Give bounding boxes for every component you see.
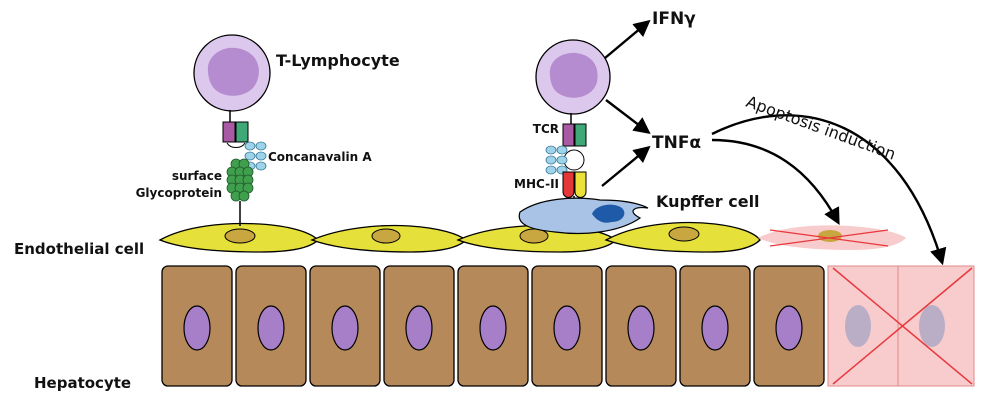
arrow-to-endothelial bbox=[711, 138, 840, 225]
mhc-red-chain bbox=[562, 171, 575, 198]
endothelial-layer bbox=[158, 221, 906, 253]
right-tcr-purple bbox=[562, 123, 575, 147]
kupffer-nucleus bbox=[592, 204, 625, 223]
label-t-lymphocyte: T-Lymphocyte bbox=[276, 51, 400, 70]
label-apoptosis: Apoptosis induction bbox=[744, 92, 899, 164]
hepatocyte-nucleus bbox=[331, 305, 359, 351]
kupffer-membrane bbox=[518, 197, 649, 235]
hepatocyte-nucleus bbox=[701, 305, 729, 351]
hepatocyte-nucleus bbox=[257, 305, 285, 351]
arrow-to-hepatocyte bbox=[711, 114, 947, 266]
faded-nucleus-a bbox=[845, 305, 871, 347]
arrow-to-ifn bbox=[604, 19, 651, 59]
right-tcr-green bbox=[574, 123, 587, 147]
tcr-purple-chain bbox=[222, 121, 236, 143]
dying-endothelial-nucleus bbox=[818, 230, 842, 242]
arrow-lymph-to-tnf bbox=[605, 99, 651, 135]
hepatocyte-nucleus bbox=[405, 305, 433, 351]
arrows bbox=[601, 19, 947, 266]
hepatocyte-nucleus bbox=[627, 305, 655, 351]
tcr-green-chain bbox=[235, 121, 249, 143]
endothelial-nucleus-2 bbox=[371, 228, 401, 244]
cross-line-2 bbox=[832, 267, 973, 385]
hepatocyte-nucleus bbox=[183, 305, 211, 351]
label-endothelial: Endothelial cell bbox=[14, 240, 144, 258]
right-concanavalin bbox=[545, 145, 568, 175]
label-kupffer: Kupffer cell bbox=[656, 192, 760, 211]
faded-nucleus-b bbox=[919, 305, 945, 347]
concanavalin-cup bbox=[226, 142, 246, 148]
mhc-yellow-chain bbox=[574, 171, 587, 198]
glycoprotein-cluster bbox=[226, 158, 254, 202]
hepatocyte-nucleus bbox=[479, 305, 507, 351]
label-concanavalin: Concanavalin A bbox=[268, 150, 372, 164]
hepatocyte-nucleus bbox=[553, 305, 581, 351]
label-surface: surface bbox=[172, 169, 222, 183]
label-glycoprotein: Glycoprotein bbox=[136, 186, 222, 200]
endothelial-nucleus-1 bbox=[224, 228, 256, 244]
kupffer-cell bbox=[518, 197, 649, 235]
dying-cross-2 bbox=[769, 229, 889, 247]
label-mhc: MHC-II bbox=[514, 177, 559, 191]
label-hepatocyte: Hepatocyte bbox=[34, 374, 131, 392]
label-ifn: IFNγ bbox=[652, 9, 696, 29]
label-tnf: TNFα bbox=[652, 133, 701, 153]
label-tcr: TCR bbox=[533, 122, 559, 136]
lymphocyte-nucleus bbox=[207, 47, 259, 96]
t-lymphocyte-right bbox=[535, 39, 611, 204]
hepatocyte-row bbox=[161, 265, 825, 387]
endothelial-nucleus-4 bbox=[668, 226, 700, 242]
t-lymphocyte-left bbox=[193, 34, 271, 226]
lymphocyte-nucleus-right bbox=[549, 52, 598, 98]
apoptotic-hepatocytes bbox=[827, 265, 975, 387]
arrow-kupffer-to-tnf bbox=[601, 145, 651, 187]
hepatocyte-nucleus bbox=[775, 305, 803, 351]
